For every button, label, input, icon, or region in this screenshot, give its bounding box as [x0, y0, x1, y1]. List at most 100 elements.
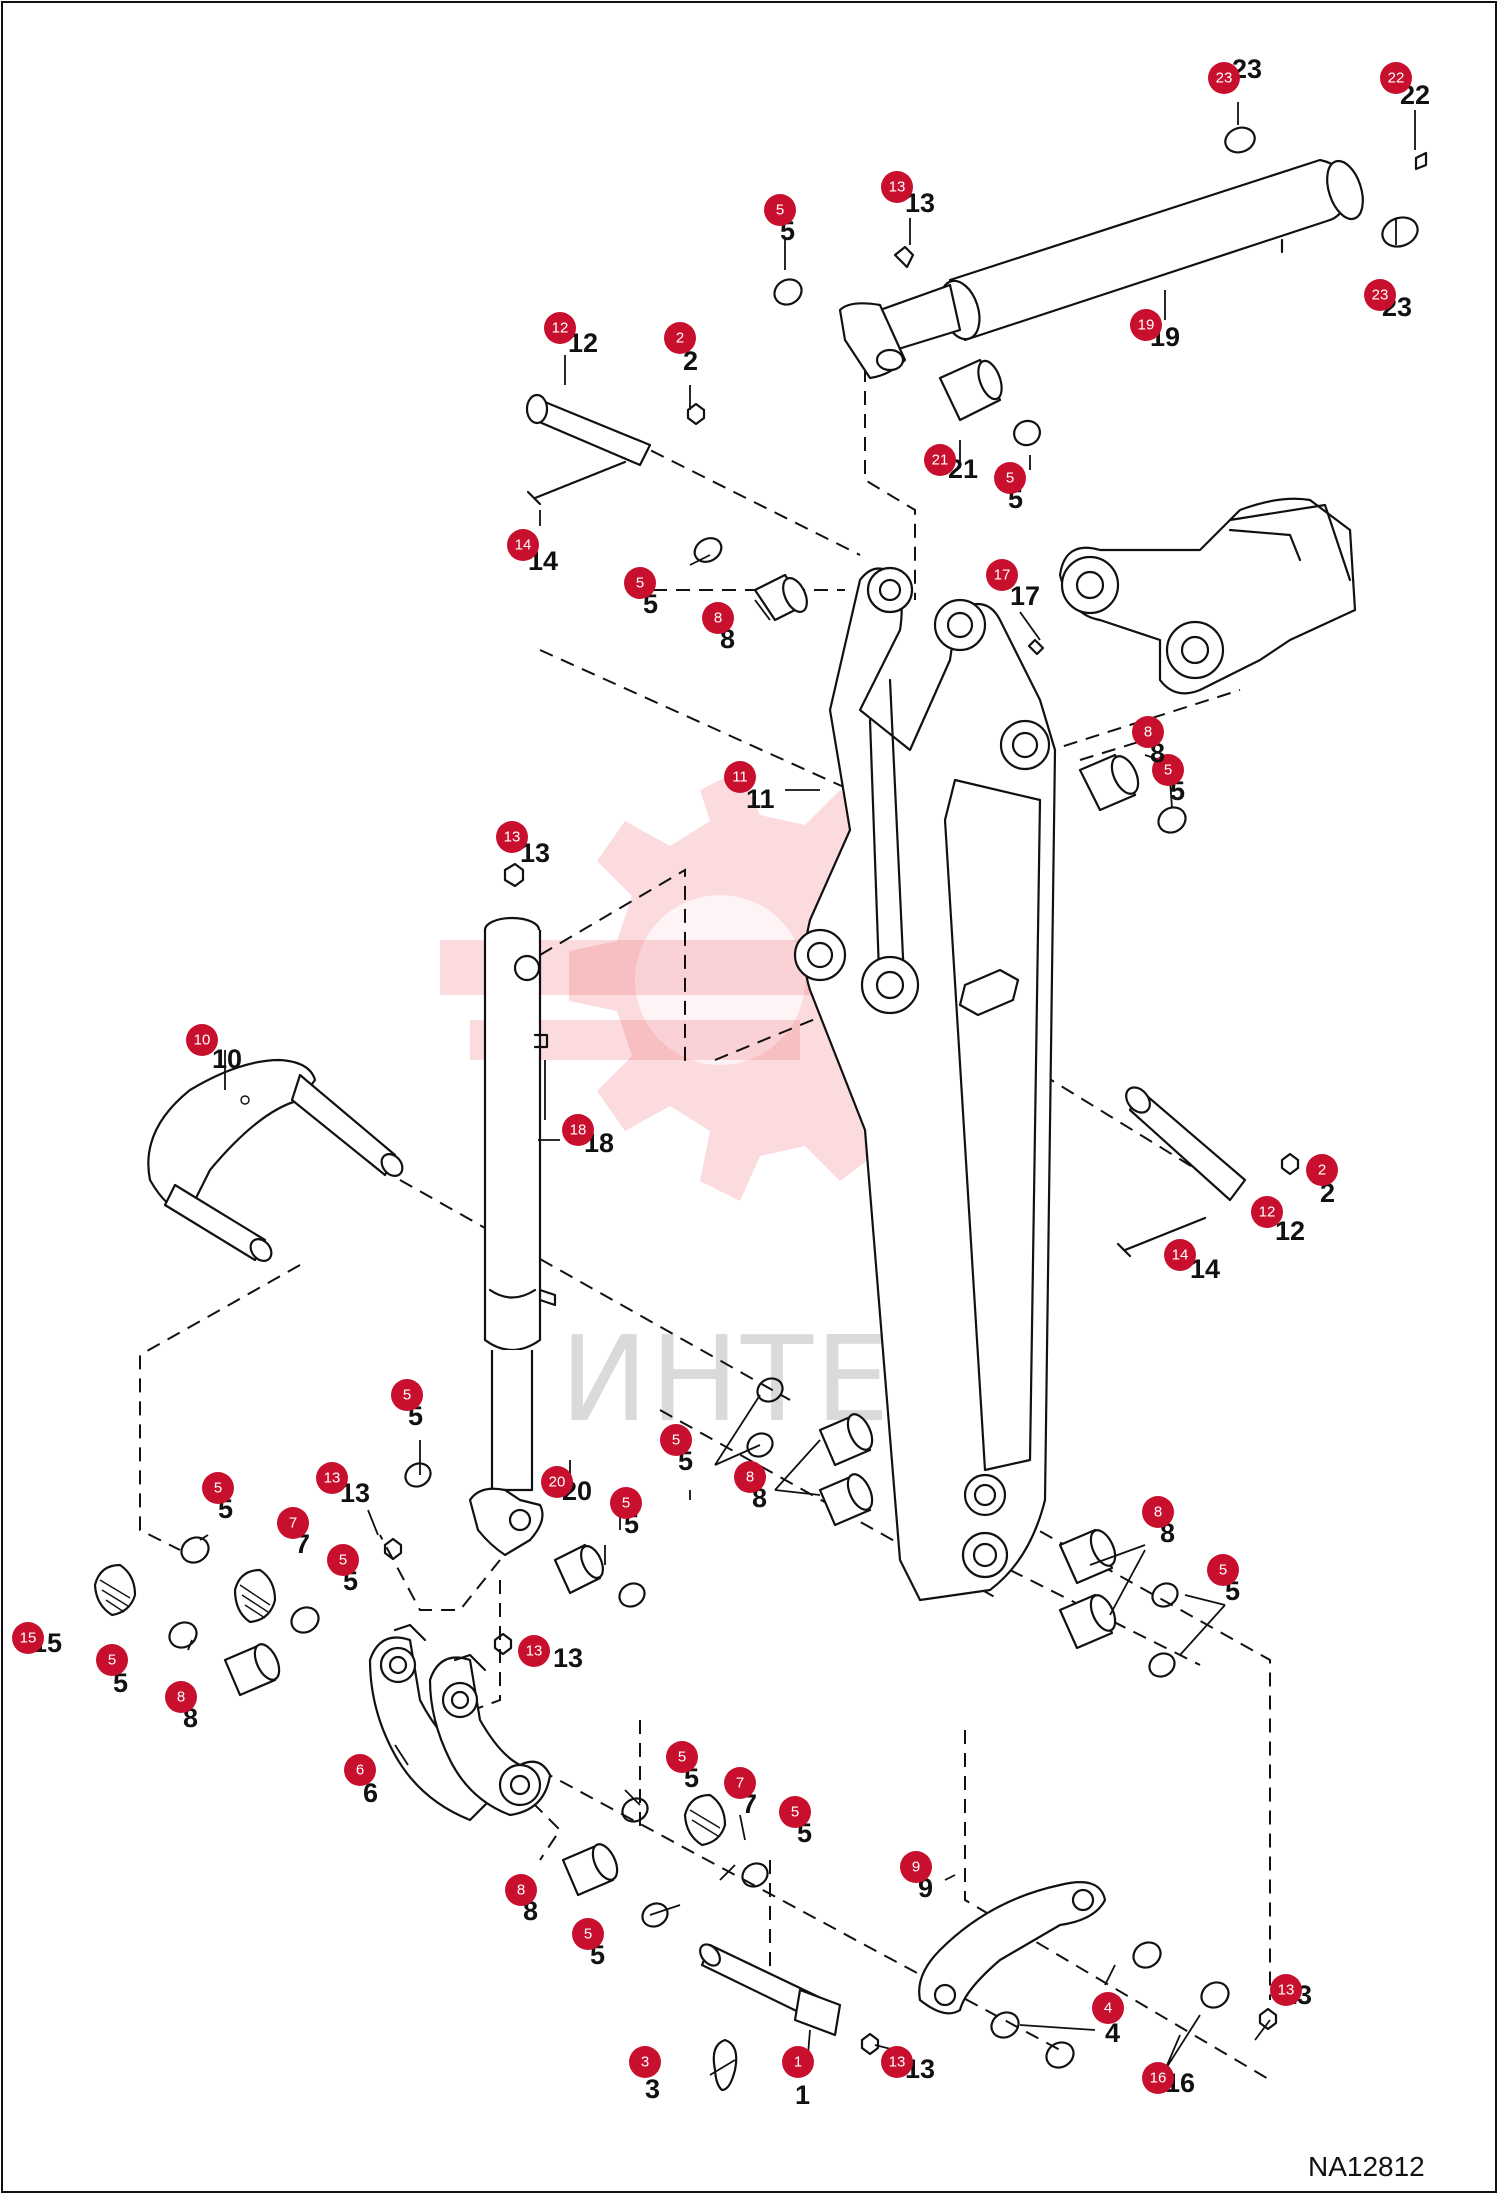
- left-seals-bushings: [93, 1536, 320, 1697]
- callout-badge-label: 7: [736, 1775, 744, 1792]
- callout-badge: [562, 1114, 594, 1146]
- callout-badge: [782, 2046, 814, 2078]
- callout-badge: [96, 1644, 128, 1676]
- callout-badge: [391, 1379, 423, 1411]
- callout-badge: [1380, 62, 1412, 94]
- callout-badge-label: 18: [570, 1122, 587, 1139]
- callout-4: 44: [1092, 1992, 1124, 2048]
- callout-8: 88: [1142, 1496, 1175, 1548]
- callout-badge-label: 5: [403, 1387, 411, 1404]
- callout-badge: [779, 1796, 811, 1828]
- callout-number: 13: [553, 1643, 583, 1673]
- callout-badge: [186, 1024, 218, 1056]
- callout-8: 88: [505, 1874, 538, 1926]
- callout-badge-label: 8: [1154, 1504, 1162, 1521]
- callout-5: 55: [764, 194, 796, 246]
- callout-badge: [924, 444, 956, 476]
- callout-badge-label: 5: [678, 1749, 686, 1766]
- callout-5: 55: [572, 1918, 605, 1970]
- callout-number: 4: [1105, 2018, 1120, 2048]
- callout-badge-label: 8: [1144, 724, 1152, 741]
- callout-badge-label: 5: [339, 1552, 347, 1569]
- callout-badge-label: 5: [108, 1652, 116, 1669]
- callout-badge-label: 5: [622, 1495, 630, 1512]
- callout-badge-label: 5: [672, 1432, 680, 1449]
- callout-badge: [277, 1507, 309, 1539]
- callout-5: 55: [666, 1741, 699, 1793]
- callout-badge: [544, 312, 576, 344]
- callout-badge-label: 13: [526, 1643, 543, 1660]
- callout-badge: [900, 1851, 932, 1883]
- callout-badge-label: 14: [1172, 1247, 1189, 1264]
- side-link-bracket: [147, 1058, 404, 1262]
- callout-5: 55: [1152, 754, 1185, 806]
- callout-badge: [660, 1424, 692, 1456]
- callout-badge-label: 5: [584, 1926, 592, 1943]
- callout-badge-label: 5: [1164, 762, 1172, 779]
- callout-9: 99: [900, 1851, 933, 1903]
- callout-badge: [344, 1754, 376, 1786]
- callout-badge-label: 6: [356, 1762, 364, 1779]
- callout-badge: [1142, 1496, 1174, 1528]
- callout-5: 55: [660, 1424, 693, 1476]
- callout-5: 55: [994, 462, 1026, 514]
- callout-badge: [1207, 1554, 1239, 1586]
- callout-13: 13 13: [518, 1635, 583, 1673]
- callout-2: 22: [1306, 1154, 1338, 1208]
- callout-badge-label: 8: [517, 1882, 525, 1899]
- callout-badge: [1142, 2062, 1174, 2094]
- callout-8: 88: [702, 602, 735, 654]
- callout-badge: [1364, 279, 1396, 311]
- callout-5: 55: [391, 1379, 423, 1431]
- boom-end-bracket: [1058, 497, 1357, 695]
- callout-badge-label: 23: [1216, 70, 1233, 87]
- callout-1: 11: [782, 2046, 814, 2110]
- callout-5: 55: [96, 1644, 128, 1698]
- top-seals-bushings: [773, 126, 1419, 447]
- callout-badge: [165, 1681, 197, 1713]
- callout-7: 77: [724, 1767, 757, 1819]
- callout-badge-label: 13: [889, 2054, 906, 2071]
- callout-badge: [724, 1767, 756, 1799]
- arm-right-bushings: [1078, 753, 1187, 834]
- callout-badge-label: 19: [1138, 317, 1155, 334]
- callout-badge: [734, 1461, 766, 1493]
- callout-badge-label: 8: [714, 610, 722, 627]
- callout-badge: [702, 602, 734, 634]
- callout-badge-label: 3: [641, 2054, 649, 2071]
- callout-number: 2: [683, 346, 698, 376]
- callout-number: 11: [746, 784, 775, 814]
- middle-seals-bushings: [383, 1377, 1179, 1678]
- callout-badge-label: 8: [746, 1469, 754, 1486]
- callout-5: 55: [202, 1472, 234, 1524]
- callout-badge-label: 5: [1006, 470, 1014, 487]
- callout-badge: [12, 1622, 44, 1654]
- callout-badge-label: 15: [20, 1630, 37, 1647]
- callout-labels: 1122223344555555555555555555555555555566…: [12, 54, 1430, 2110]
- callout-badge: [881, 171, 913, 203]
- callout-badge-label: 9: [912, 1859, 920, 1876]
- callout-3: 33: [629, 2046, 661, 2104]
- callout-badge-label: 14: [515, 537, 532, 554]
- callout-badge-label: 5: [636, 575, 644, 592]
- callout-badge: [505, 1874, 537, 1906]
- callout-number: 6: [363, 1778, 378, 1808]
- callout-badge-label: 5: [1219, 1562, 1227, 1579]
- callout-badge: [994, 462, 1026, 494]
- callout-badge: [724, 761, 756, 793]
- callout-badge: [316, 1462, 348, 1494]
- callout-8: 88: [165, 1681, 198, 1733]
- callout-2: 22: [664, 322, 698, 376]
- callout-number: 3: [645, 2074, 660, 2104]
- callout-badge-label: 2: [1318, 1162, 1326, 1179]
- callout-badge-label: 12: [552, 320, 569, 337]
